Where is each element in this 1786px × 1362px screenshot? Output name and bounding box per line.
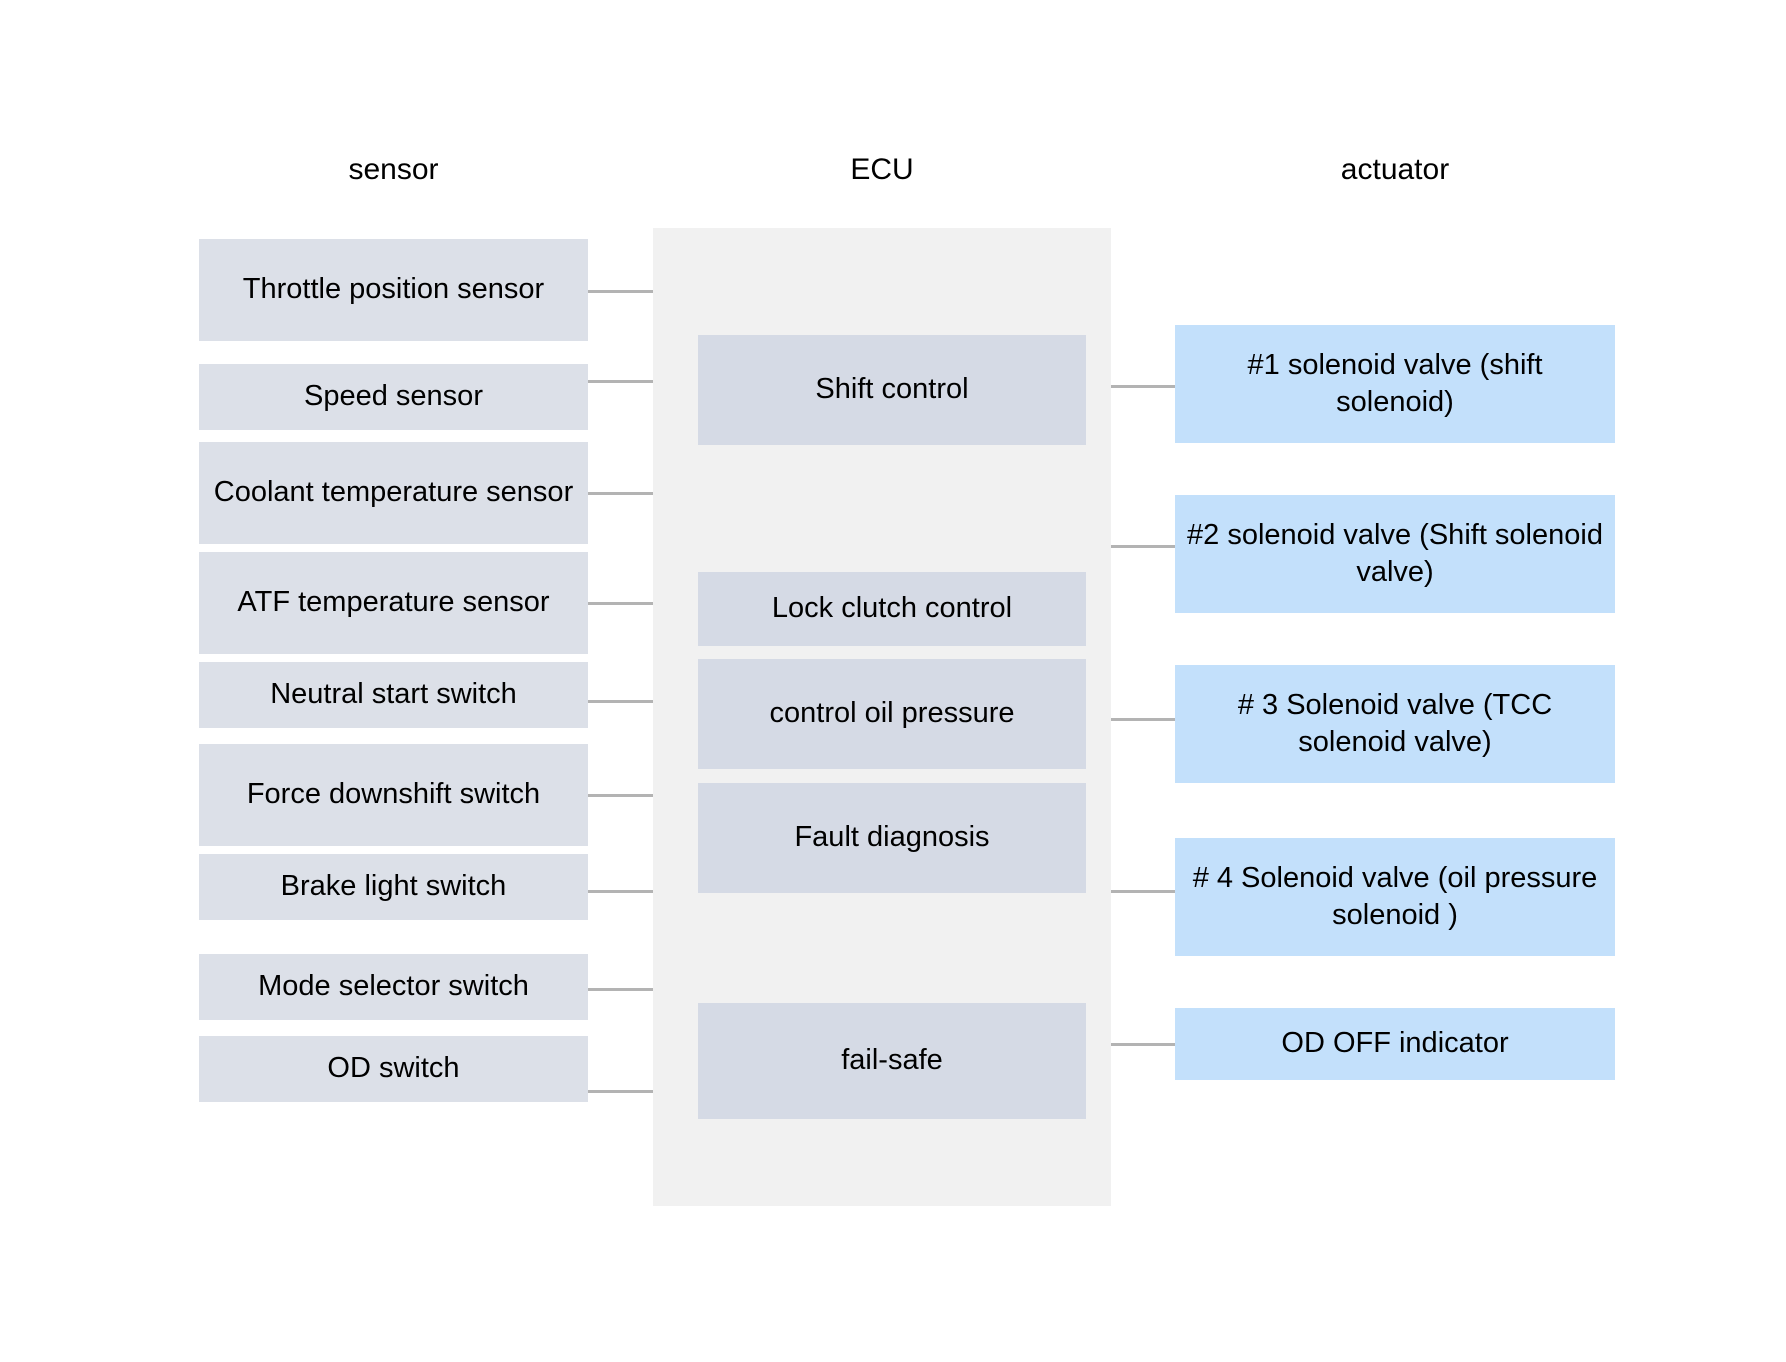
sensor-box-mode-selector-switch[interactable]: Mode selector switch: [199, 954, 588, 1020]
connector-actuator-3: [1111, 718, 1175, 721]
connector-sensor-4: [580, 602, 653, 605]
ecu-box-lock-clutch-control[interactable]: Lock clutch control: [698, 572, 1086, 646]
connector-sensor-9: [580, 1090, 653, 1093]
connector-actuator-5: [1111, 1043, 1175, 1046]
sensor-box-coolant-temperature-sensor[interactable]: Coolant temperature sensor: [199, 442, 588, 544]
actuator-box-3-solenoid-valve-tcc-solenoid-valve[interactable]: # 3 Solenoid valve (TCC solenoid valve): [1175, 665, 1615, 783]
ecu-box-shift-control[interactable]: Shift control: [698, 335, 1086, 445]
column-header-actuator: actuator: [1340, 153, 1450, 186]
connector-sensor-1: [580, 290, 653, 293]
sensor-box-throttle-position-sensor[interactable]: Throttle position sensor: [199, 239, 588, 341]
sensor-box-speed-sensor[interactable]: Speed sensor: [199, 364, 588, 430]
sensor-box-neutral-start-switch[interactable]: Neutral start switch: [199, 662, 588, 728]
sensor-box-force-downshift-switch[interactable]: Force downshift switch: [199, 744, 588, 846]
actuator-box-1-solenoid-valve-shift-solenoid[interactable]: #1 solenoid valve (shift solenoid): [1175, 325, 1615, 443]
ecu-box-fault-diagnosis[interactable]: Fault diagnosis: [698, 783, 1086, 893]
sensor-box-atf-temperature-sensor[interactable]: ATF temperature sensor: [199, 552, 588, 654]
actuator-box-4-solenoid-valve-oil-pressure-solenoid[interactable]: # 4 Solenoid valve (oil pressure solenoi…: [1175, 838, 1615, 956]
actuator-box-2-solenoid-valve-shift-solenoid-valve[interactable]: #2 solenoid valve (Shift solenoid valve): [1175, 495, 1615, 613]
connector-actuator-2: [1111, 545, 1175, 548]
actuator-box-od-off-indicator[interactable]: OD OFF indicator: [1175, 1008, 1615, 1080]
ecu-box-control-oil-pressure[interactable]: control oil pressure: [698, 659, 1086, 769]
connector-sensor-5: [580, 700, 653, 703]
connector-actuator-4: [1111, 890, 1175, 893]
sensor-box-od-switch[interactable]: OD switch: [199, 1036, 588, 1102]
connector-sensor-2: [580, 380, 653, 383]
connector-sensor-6: [580, 794, 653, 797]
column-header-ecu: ECU: [850, 153, 914, 186]
ecu-box-fail-safe[interactable]: fail-safe: [698, 1003, 1086, 1119]
column-header-sensor: sensor: [348, 153, 439, 186]
connector-sensor-7: [580, 890, 653, 893]
connector-sensor-8: [580, 988, 653, 991]
sensor-box-brake-light-switch[interactable]: Brake light switch: [199, 854, 588, 920]
connector-actuator-1: [1111, 385, 1175, 388]
connector-sensor-3: [580, 492, 653, 495]
